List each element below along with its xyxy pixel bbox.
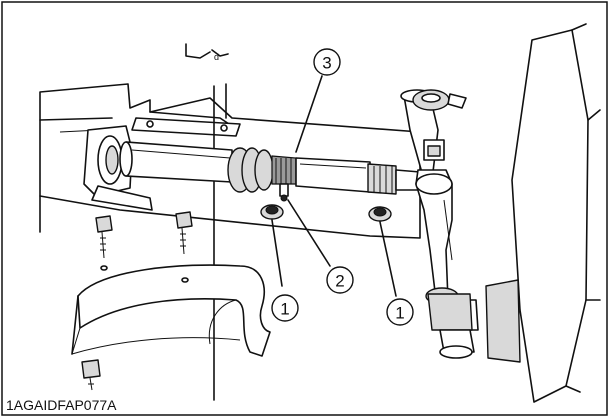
loose-bolt-2 (175, 211, 193, 283)
callout-1-right: 1 (386, 298, 414, 326)
joint (227, 147, 297, 193)
rod-tube (295, 157, 421, 195)
loose-bolt-3 (81, 359, 101, 391)
callout-2-number: 2 (335, 272, 344, 291)
bolt-right (368, 206, 392, 222)
callout-1-right-number: 1 (395, 304, 404, 323)
figure-code: 1AGAIDFAP077A (6, 397, 117, 413)
callout-2: 2 (326, 266, 354, 294)
bolt-left (260, 204, 284, 220)
steering-cylinder (400, 89, 479, 359)
grease-nipple (279, 183, 289, 202)
loose-bolt-1 (95, 215, 113, 271)
callout-1-left: 1 (271, 294, 299, 322)
callout-3: 3 (313, 48, 341, 76)
cover-plate (71, 264, 271, 357)
callout-3-number: 3 (322, 54, 331, 73)
mounting-plate (131, 83, 241, 401)
wheel-rim (485, 23, 601, 403)
cylinder-barrel (119, 141, 233, 183)
svg-text:d: d (214, 52, 219, 62)
callout-1-left-number: 1 (280, 300, 289, 319)
left-pivot-bracket (83, 125, 153, 211)
leader-lines (271, 75, 397, 297)
